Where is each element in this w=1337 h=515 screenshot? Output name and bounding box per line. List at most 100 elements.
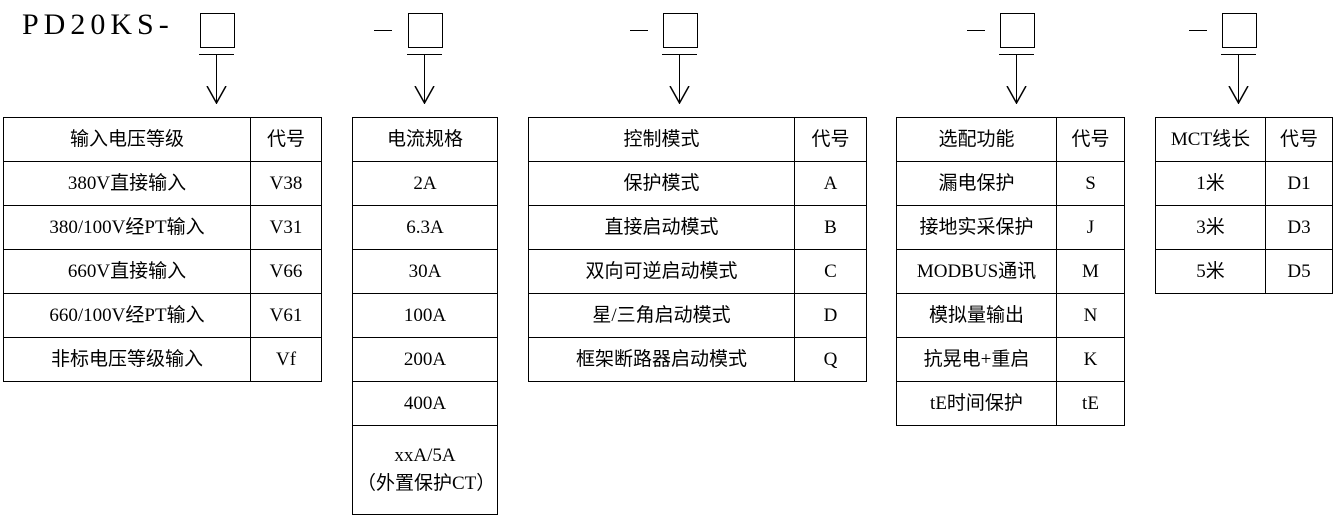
table-row: 直接启动模式 B: [528, 205, 867, 250]
header-cell: 代号: [1265, 117, 1333, 162]
row-label: 框架断路器启动模式: [528, 337, 795, 382]
code-box-mct-length[interactable]: [1222, 13, 1257, 48]
table-row: 3米 D3: [1155, 205, 1333, 250]
row-label: 直接启动模式: [528, 205, 795, 250]
code-box-current-rating[interactable]: [408, 13, 443, 48]
row-label: tE时间保护: [896, 381, 1057, 426]
row-code: N: [1056, 293, 1125, 338]
row-code: C: [794, 249, 867, 294]
row-code: A: [794, 161, 867, 206]
table-row: 380/100V经PT输入 V31: [3, 205, 322, 250]
arrow-input-voltage: [199, 54, 234, 104]
header-cell: 代号: [794, 117, 867, 162]
row-code: D3: [1265, 205, 1333, 250]
row-label: 380/100V经PT输入: [3, 205, 251, 250]
row-code: M: [1056, 249, 1125, 294]
table-row: MODBUS通讯 M: [896, 249, 1125, 294]
row-label: 抗晃电+重启: [896, 337, 1057, 382]
code-box-input-voltage[interactable]: [200, 13, 235, 48]
table-row: 1米 D1: [1155, 161, 1333, 206]
arrow-control-mode: [662, 54, 697, 104]
row-label: 5米: [1155, 249, 1266, 294]
row-label: 3米: [1155, 205, 1266, 250]
table-row: 200A: [352, 337, 498, 382]
table-row: 5米 D5: [1155, 249, 1333, 294]
table-header-row: 输入电压等级 代号: [3, 117, 322, 162]
row-label: 660/100V经PT输入: [3, 293, 251, 338]
arrow-optional-function: [999, 54, 1034, 104]
table-row: xxA/5A （外置保护CT）: [352, 425, 498, 515]
table-row: 框架断路器启动模式 Q: [528, 337, 867, 382]
row-label: 660V直接输入: [3, 249, 251, 294]
header-cell: 输入电压等级: [3, 117, 251, 162]
row-label: 2A: [352, 161, 498, 206]
table-row: 2A: [352, 161, 498, 206]
table-row: 380V直接输入 V38: [3, 161, 322, 206]
row-code: V38: [250, 161, 322, 206]
arrow-mct-length: [1221, 54, 1256, 104]
table-row: 双向可逆启动模式 C: [528, 249, 867, 294]
row-code: D: [794, 293, 867, 338]
separator-dash-3: [630, 30, 648, 31]
arrow-current-rating: [407, 54, 442, 104]
row-label: 保护模式: [528, 161, 795, 206]
row-label: 380V直接输入: [3, 161, 251, 206]
table-input-voltage-level: 输入电压等级 代号 380V直接输入 V38 380/100V经PT输入 V31…: [3, 117, 322, 382]
row-label-line2: （外置保护CT）: [357, 473, 496, 494]
table-row: 抗晃电+重启 K: [896, 337, 1125, 382]
row-label: 漏电保护: [896, 161, 1057, 206]
table-control-mode: 控制模式 代号 保护模式 A 直接启动模式 B 双向可逆启动模式 C 星/三角启…: [528, 117, 867, 382]
separator-dash-2: [374, 30, 392, 31]
code-box-control-mode[interactable]: [663, 13, 698, 48]
row-code: K: [1056, 337, 1125, 382]
row-label: 星/三角启动模式: [528, 293, 795, 338]
header-cell: 代号: [250, 117, 322, 162]
table-header-row: 控制模式 代号: [528, 117, 867, 162]
row-code: S: [1056, 161, 1125, 206]
table-row: 非标电压等级输入 Vf: [3, 337, 322, 382]
row-label: 接地实采保护: [896, 205, 1057, 250]
row-label: 1米: [1155, 161, 1266, 206]
table-row: 保护模式 A: [528, 161, 867, 206]
header-cell: 选配功能: [896, 117, 1057, 162]
separator-dash-5: [1189, 30, 1207, 31]
row-code: J: [1056, 205, 1125, 250]
row-code: B: [794, 205, 867, 250]
row-label: 200A: [352, 337, 498, 382]
model-title: PD20KS-: [22, 8, 174, 41]
row-code: V66: [250, 249, 322, 294]
table-mct-cable-length: MCT线长 代号 1米 D1 3米 D3 5米 D5: [1155, 117, 1333, 294]
table-row: 400A: [352, 381, 498, 426]
header-cell: 电流规格: [352, 117, 498, 162]
row-code: D1: [1265, 161, 1333, 206]
table-header-row: MCT线长 代号: [1155, 117, 1333, 162]
table-row: 6.3A: [352, 205, 498, 250]
table-row: 接地实采保护 J: [896, 205, 1125, 250]
code-box-optional-function[interactable]: [1000, 13, 1035, 48]
header-cell: MCT线长: [1155, 117, 1266, 162]
table-row: 660/100V经PT输入 V61: [3, 293, 322, 338]
row-label: 非标电压等级输入: [3, 337, 251, 382]
row-code: V61: [250, 293, 322, 338]
table-row: 模拟量输出 N: [896, 293, 1125, 338]
row-label: 100A: [352, 293, 498, 338]
row-code: V31: [250, 205, 322, 250]
row-code: Vf: [250, 337, 322, 382]
table-row: 漏电保护 S: [896, 161, 1125, 206]
table-row: 星/三角启动模式 D: [528, 293, 867, 338]
separator-dash-4: [967, 30, 985, 31]
table-row: 660V直接输入 V66: [3, 249, 322, 294]
table-header-row: 电流规格: [352, 117, 498, 162]
table-header-row: 选配功能 代号: [896, 117, 1125, 162]
row-label: 模拟量输出: [896, 293, 1057, 338]
row-code: D5: [1265, 249, 1333, 294]
table-current-rating: 电流规格 2A 6.3A 30A 100A 200A 400A xxA/5A （…: [352, 117, 498, 515]
header-cell: 控制模式: [528, 117, 795, 162]
table-row: 30A: [352, 249, 498, 294]
table-row: tE时间保护 tE: [896, 381, 1125, 426]
row-label: 30A: [352, 249, 498, 294]
row-label: MODBUS通讯: [896, 249, 1057, 294]
row-code: Q: [794, 337, 867, 382]
row-label: 双向可逆启动模式: [528, 249, 795, 294]
row-code: tE: [1056, 381, 1125, 426]
